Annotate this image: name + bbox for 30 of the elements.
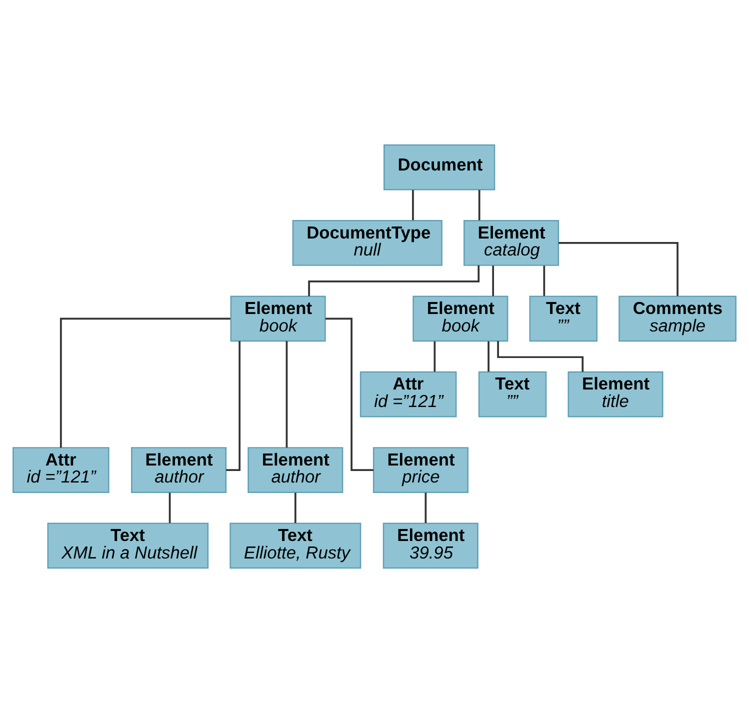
connector bbox=[478, 190, 480, 220]
connector bbox=[424, 492, 427, 523]
node-box: Attr id =”121” bbox=[12, 446, 110, 492]
node-box: Element 39.95 bbox=[382, 522, 478, 568]
node-box: Element catalog bbox=[464, 220, 560, 266]
connector bbox=[325, 317, 374, 470]
connector bbox=[294, 492, 296, 523]
connector bbox=[488, 340, 490, 372]
node-box: Text XML in a Nutshell bbox=[47, 522, 209, 568]
node-box: Element price bbox=[372, 446, 468, 492]
node-box: Text ”” bbox=[529, 295, 598, 342]
node-box: Document bbox=[384, 144, 496, 190]
node-box: Attr id =”121” bbox=[360, 370, 457, 417]
node-box: DocumentType null bbox=[292, 220, 442, 266]
connector bbox=[168, 492, 171, 523]
node-box: Element book bbox=[412, 295, 508, 342]
node-box: Element author bbox=[248, 446, 344, 492]
node-box: Element title bbox=[568, 370, 664, 417]
connector bbox=[492, 265, 494, 296]
node-box: Element author bbox=[131, 446, 227, 492]
node-box: Element book bbox=[230, 295, 326, 342]
connector bbox=[543, 265, 546, 296]
node-box: Text Elliotte, Rusty bbox=[230, 522, 362, 568]
connector bbox=[60, 317, 230, 448]
connector bbox=[286, 340, 288, 448]
connector bbox=[558, 242, 678, 296]
node-box: Comments sample bbox=[618, 295, 736, 342]
connector bbox=[412, 190, 414, 220]
node-box: Text ”” bbox=[478, 370, 547, 417]
connector bbox=[434, 340, 436, 372]
